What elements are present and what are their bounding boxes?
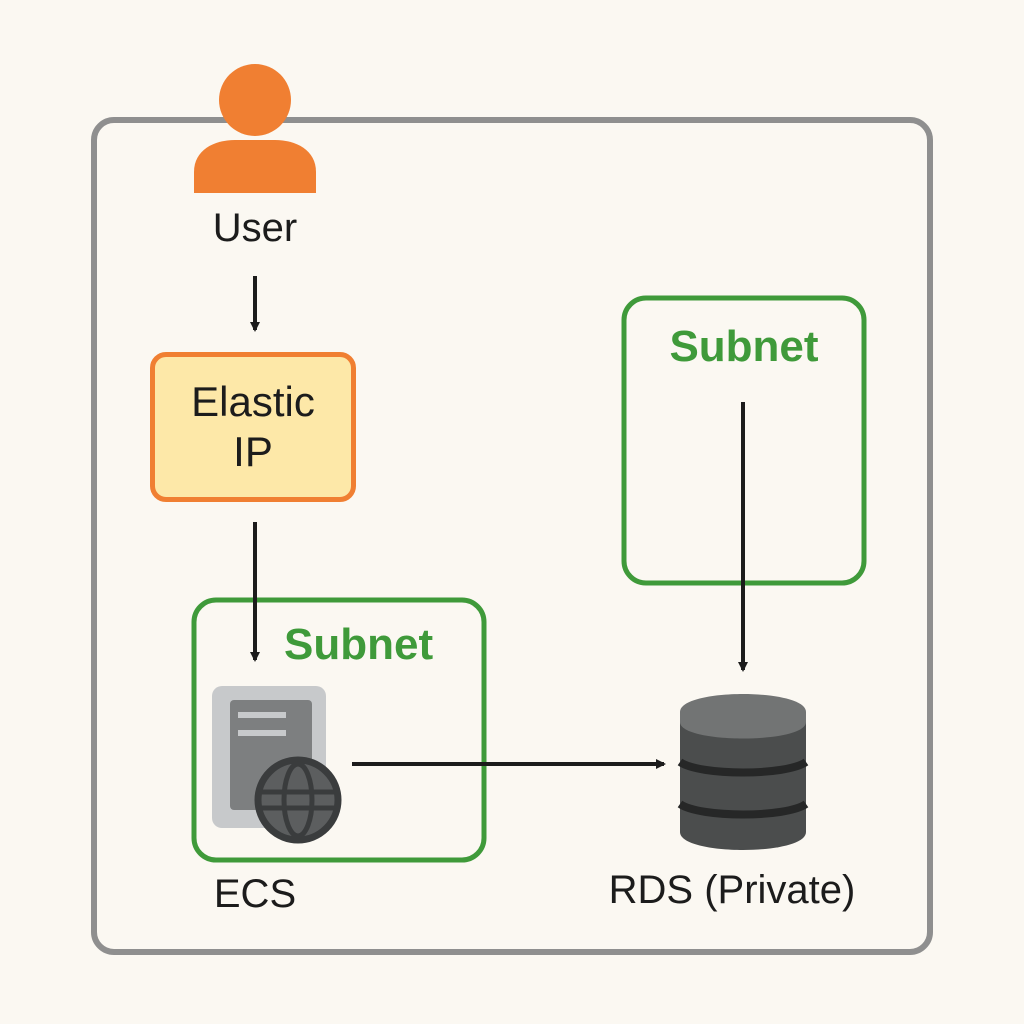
user-icon — [194, 64, 316, 193]
elastic-ip-label-line2: IP — [233, 428, 273, 475]
globe-icon — [254, 756, 342, 844]
subnet-public-label: Subnet — [284, 620, 434, 669]
elastic-ip-box: Elastic IP — [150, 352, 356, 502]
subnet-private-label: Subnet — [669, 322, 819, 371]
rds-label: RDS (Private) — [608, 868, 856, 912]
elastic-ip-label-line1: Elastic — [191, 378, 315, 425]
user-label: User — [212, 206, 298, 250]
ecs-label: ECS — [213, 872, 297, 916]
subnet-public-box — [191, 597, 487, 863]
database-icon — [677, 694, 809, 850]
